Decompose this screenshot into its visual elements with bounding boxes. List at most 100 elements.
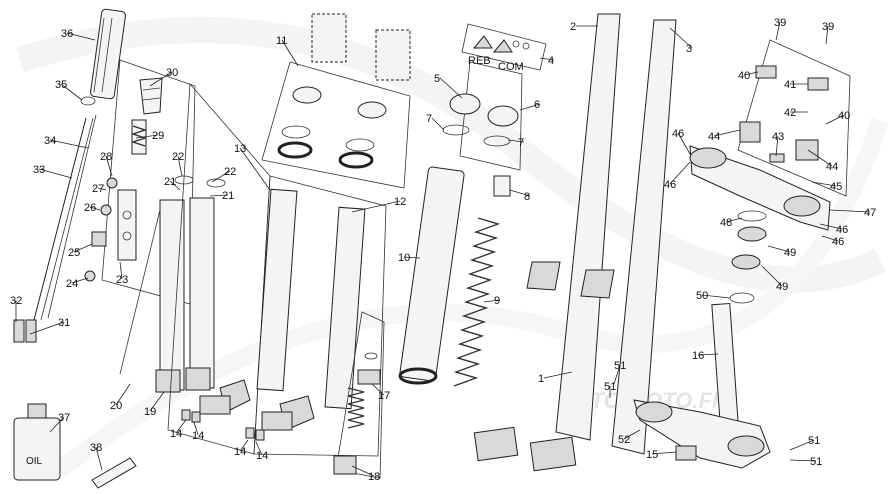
callout-leader-line	[509, 189, 531, 197]
callout-number: 8	[524, 191, 530, 203]
callout-number: 32	[10, 295, 22, 307]
callout-number: 22	[172, 151, 184, 163]
callout-leader-line	[403, 256, 421, 259]
callout-leader-line	[819, 223, 843, 230]
callout-number: 14	[234, 446, 246, 458]
callout-leader-line	[713, 129, 741, 137]
part-35-washer	[80, 96, 96, 106]
callout-leader-line	[209, 194, 229, 197]
callout-leader-line	[193, 421, 199, 436]
callout-number: 11	[276, 35, 287, 47]
callout-number: 46	[836, 224, 848, 236]
callout-number: 3	[686, 43, 692, 55]
callout-number: 36	[61, 28, 73, 40]
callout-number: 2	[570, 21, 576, 33]
callout-leader-line	[169, 180, 181, 191]
callout-number: 18	[368, 471, 380, 483]
callout-leader-line	[371, 383, 385, 396]
callout-leader-line	[351, 200, 401, 213]
callout-number: 51	[604, 381, 616, 393]
part-11-top-caps	[292, 13, 411, 119]
callout-number: 43	[772, 131, 784, 143]
part-23-28-valve-stack	[84, 177, 137, 282]
callout-leader-line	[775, 21, 781, 41]
callout-number: 33	[33, 164, 45, 176]
group-box-17-18	[335, 311, 385, 479]
part-15-block	[675, 445, 697, 461]
callout-leader-line	[177, 155, 183, 177]
part-21-22-rings	[174, 175, 226, 188]
callout-number: 41	[784, 79, 796, 91]
callout-leader-line	[677, 132, 691, 155]
callout-leader-line	[825, 114, 845, 125]
callout-number: 29	[152, 130, 164, 142]
callout-number: 39	[822, 21, 834, 33]
part-36-tube-tool	[90, 8, 126, 100]
callout-number: 14	[256, 450, 268, 462]
callout-number: 45	[830, 181, 842, 193]
callout-number: 42	[784, 107, 796, 119]
callout-leader-line	[71, 277, 89, 284]
callout-leader-line	[767, 245, 791, 253]
callout-number: 38	[90, 442, 102, 454]
callout-leader-line	[89, 206, 101, 211]
callout-leader-line	[775, 135, 779, 157]
fork-leg-inner-left	[199, 188, 298, 415]
callout-leader-line	[239, 147, 271, 191]
callout-number: 24	[66, 278, 78, 290]
callout-leader-line	[66, 32, 96, 41]
callout-leader-line	[135, 134, 159, 139]
part-10-spring-tube	[398, 166, 465, 385]
callout-number: 21	[222, 190, 234, 202]
callout-leader-line	[439, 77, 463, 99]
callout-leader-line	[507, 139, 525, 143]
callout-number: 49	[776, 281, 788, 293]
callout-number: 30	[166, 67, 178, 79]
callout-leader-line	[651, 451, 677, 455]
callout-number: 51	[810, 456, 822, 468]
part-37-oil-bottle	[13, 403, 61, 481]
callout-number: 44	[708, 131, 720, 143]
callout-number: 14	[192, 430, 204, 442]
damper-tube-19-20	[119, 197, 215, 393]
callout-number: 46	[832, 236, 844, 248]
callout-number: 12	[394, 196, 406, 208]
part-30-cartridge-top	[139, 77, 163, 115]
callout-leader-line	[73, 243, 93, 253]
callout-number: 7	[518, 137, 524, 149]
oil-label: OIL	[26, 456, 43, 467]
callout-leader-line	[613, 364, 621, 385]
label-reb: REB	[468, 55, 491, 67]
callout-leader-line	[539, 57, 555, 61]
group-box-11	[261, 61, 411, 189]
callout-leader-line	[239, 439, 249, 452]
callout-leader-line	[743, 71, 759, 76]
callout-leader-line	[29, 321, 65, 335]
part-47-upper-triple-clamp	[689, 145, 831, 231]
callout-number: 39	[774, 17, 786, 29]
callout-number: 1	[538, 373, 544, 385]
callout-number: 21	[164, 176, 176, 188]
part-17-18-rebound-kit	[333, 352, 381, 475]
callout-leader-line	[807, 149, 833, 167]
callout-number: 14	[170, 428, 182, 440]
callout-number: 40	[738, 70, 750, 82]
callout-leader-line	[281, 39, 299, 67]
callout-number: 52	[618, 434, 630, 446]
callout-leader-line	[149, 71, 173, 87]
part-5-6-adjuster-caps	[442, 93, 519, 147]
callout-leader-line	[115, 383, 131, 406]
part-2-outer-tube-left	[473, 13, 621, 462]
callout-leader-line	[49, 139, 89, 149]
callout-leader-line	[483, 299, 501, 303]
callout-leader-line	[49, 416, 65, 433]
callout-number: 40	[838, 110, 850, 122]
part-4-adjuster-kit	[472, 35, 530, 53]
callout-leader-line	[669, 161, 691, 185]
callout-leader-line	[105, 155, 113, 177]
callout-number: 22	[224, 166, 236, 178]
callout-number: 27	[92, 183, 104, 195]
callout-number: 17	[378, 390, 390, 402]
callout-number: 16	[692, 350, 704, 362]
